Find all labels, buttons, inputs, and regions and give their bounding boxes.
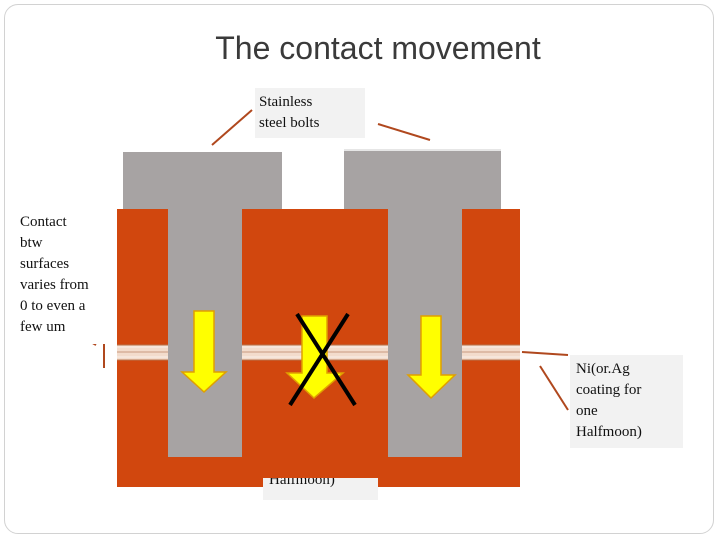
contact-label-line-6: few um <box>20 319 66 335</box>
bolts-label-line-2: steel bolts <box>259 115 320 131</box>
coating-label-line-3: one <box>576 403 598 419</box>
pointer-left-bolt <box>211 109 253 146</box>
coating-label-line-2: coating for <box>576 382 642 398</box>
hidden-halfmoon-text: Halfmoon) <box>269 478 335 488</box>
contact-label: Contact btw surfaces varies from 0 to ev… <box>16 210 108 344</box>
hidden-halfmoon-label: Halfmoon) <box>263 478 378 500</box>
cross-line-2 <box>288 312 350 407</box>
middle-arrow <box>285 315 346 400</box>
right-bolt-head <box>344 150 501 210</box>
slide-frame <box>4 4 714 534</box>
cross-line-1 <box>295 312 357 407</box>
contact-label-line-4: varies from <box>20 277 89 293</box>
pointer-coating <box>521 351 569 356</box>
coating-label-line-4: Halfmoon) <box>576 424 642 440</box>
bolts-label: Stainless steel bolts <box>255 88 365 138</box>
left-arrow <box>180 310 228 394</box>
contact-label-line-1: Contact <box>20 214 67 230</box>
bolts-label-line-1: Stainless <box>259 94 313 110</box>
coating-label-line-1: Ni(or.Ag <box>576 361 630 377</box>
pointer-coating-2 <box>539 365 569 411</box>
coating-label: Ni(or.Ag coating for one Halfmoon) <box>570 355 683 448</box>
contact-label-line-2: btw <box>20 235 43 251</box>
pointer-right-bolt <box>377 123 431 141</box>
right-arrow <box>406 315 457 400</box>
slide-title: The contact movement <box>215 30 541 66</box>
left-bolt-head <box>123 152 282 212</box>
contact-label-line-3: surfaces <box>20 256 70 272</box>
contact-label-line-5: 0 to even a <box>20 298 86 314</box>
